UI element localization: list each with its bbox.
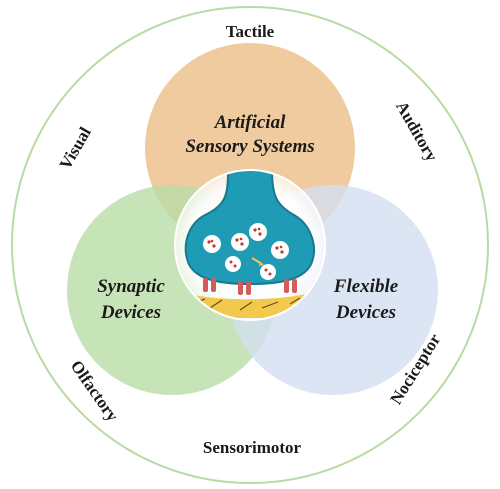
label-artificial: Artificial [214,112,286,133]
label-sensory-systems: Sensory Systems [185,136,314,157]
label-sensorimotor: Sensorimotor [203,438,302,457]
receptors [203,278,297,295]
synapse-illustration [174,169,326,321]
vesicles [203,223,289,280]
label-flexible: Flexible [333,276,399,297]
label-synaptic: Synaptic [97,276,165,297]
label-flexible-devices: Devices [335,302,396,323]
label-synaptic-devices: Devices [100,302,161,323]
label-tactile: Tactile [226,22,275,41]
